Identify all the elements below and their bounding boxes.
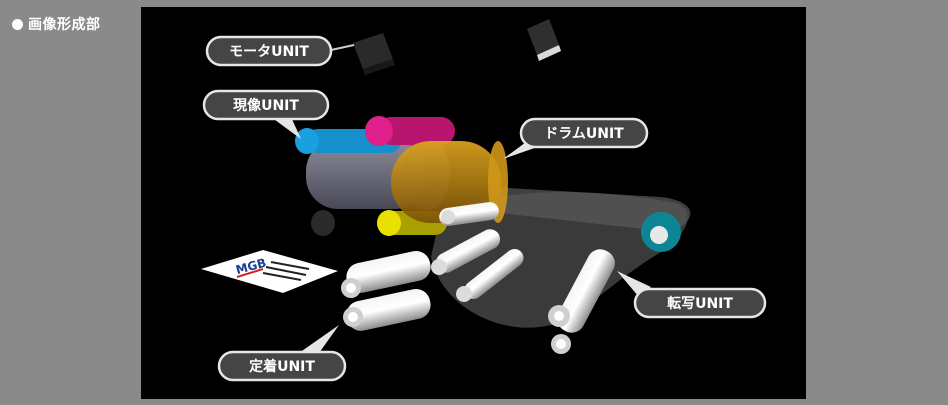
- fixing-roller-lower: [343, 288, 431, 331]
- callout-developer: 現像UNIT: [202, 89, 330, 139]
- paper-logo-underline: [236, 268, 264, 278]
- transfer-roller-bottom: [551, 334, 571, 354]
- bullet-icon: [12, 18, 23, 30]
- callout-developer-label: 現像UNIT: [233, 97, 299, 114]
- transfer-roller-b: [431, 229, 501, 275]
- dark-roller-end: [311, 210, 335, 236]
- section-heading-text: 画像形成部: [28, 17, 101, 33]
- magenta-roller: [365, 116, 455, 146]
- motor-cube-right: [527, 19, 561, 61]
- callout-transfer: 転写UNIT: [617, 271, 767, 319]
- callout-motor: モータUNIT: [205, 35, 355, 67]
- callout-motor-label: モータUNIT: [229, 44, 309, 60]
- transfer-roller-c: [456, 248, 524, 302]
- fixing-roller-upper: [341, 250, 431, 298]
- belt-upper-surface: [491, 187, 691, 232]
- callout-fixing-label: 定着UNIT: [249, 358, 315, 375]
- callout-drum: ドラムUNIT: [503, 117, 649, 159]
- transfer-roller-main: [548, 249, 615, 333]
- image-forming-diagram: MGB モータUNIT 現像UNIT ドラムUNIT 転写UNIT: [141, 7, 806, 399]
- callout-transfer-label: 転写UNIT: [667, 295, 733, 312]
- diagram-canvas: MGB モータUNIT 現像UNIT ドラムUNIT 転写UNIT: [201, 19, 767, 382]
- transfer-roller-a: [439, 202, 499, 226]
- paper-sheet: MGB: [201, 250, 338, 293]
- callout-fixing: 定着UNIT: [217, 325, 347, 382]
- callout-drum-label: ドラムUNIT: [544, 126, 624, 142]
- drum-cylinder: [391, 141, 508, 223]
- motor-cube-left: [353, 33, 395, 75]
- belt-drive-roller: [641, 212, 681, 252]
- section-heading: 画像形成部: [12, 14, 101, 34]
